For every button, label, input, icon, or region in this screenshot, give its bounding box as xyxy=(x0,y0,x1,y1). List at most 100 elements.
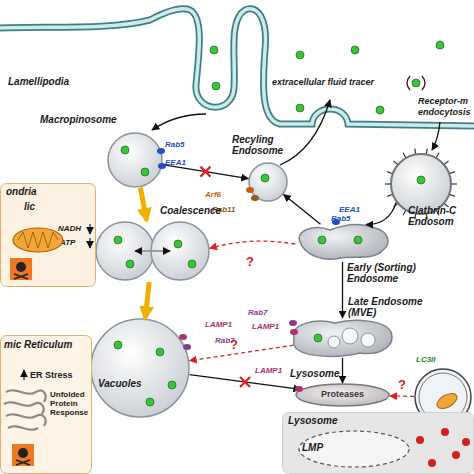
node-heading: Coalescence xyxy=(160,205,221,216)
vesicle-node: LysosomeLMP xyxy=(282,412,474,474)
endosome-outline xyxy=(294,320,392,356)
intraluminal-vesicle xyxy=(361,333,375,347)
annotation-label: extracellular fluid tracer xyxy=(272,77,374,88)
vesicle-node: Recyling EndosomeArf6Rab11 xyxy=(248,162,288,202)
intraluminal-vesicle xyxy=(328,336,340,348)
tracer-dot xyxy=(314,334,322,342)
marker-label: EEA1 xyxy=(165,158,186,167)
node-shape xyxy=(107,132,163,188)
tracer-dot xyxy=(114,341,122,349)
annotation-label: Receptor-m endocytosis xyxy=(418,96,472,118)
pathway-arrow xyxy=(190,345,294,361)
intraluminal-vesicle xyxy=(342,328,358,344)
vesicle-node: LysosomeLAMP1Proteases xyxy=(295,383,390,407)
eea1-icon xyxy=(158,163,166,169)
mitochondrion-cristae xyxy=(18,232,58,248)
metabolite-label: NADH xyxy=(58,224,81,233)
er-membrane xyxy=(8,426,38,429)
node-heading: Early (Sorting) Endosome xyxy=(347,262,432,284)
edge-label: ? xyxy=(398,378,406,392)
er-membrane xyxy=(6,414,46,426)
content-label: LMP xyxy=(302,442,323,453)
tracer-dot xyxy=(417,176,425,184)
er-membrane xyxy=(4,402,44,414)
marker-label: LC3II xyxy=(416,355,436,364)
node-heading: Vacuoles xyxy=(98,378,142,389)
plasma-membrane-outer xyxy=(0,9,474,126)
tracer-dot xyxy=(188,260,196,268)
plasma-membrane-inner xyxy=(0,9,474,126)
marker-label: Arf6 xyxy=(205,190,221,199)
leaky-lysosome xyxy=(299,431,409,467)
marker-label: LAMP1 xyxy=(255,366,282,375)
tracer-dot xyxy=(174,240,182,248)
lamp1-icon xyxy=(290,329,298,335)
rab7-icon xyxy=(289,320,297,326)
tracer-paren-right xyxy=(422,76,425,90)
decrease-arrow xyxy=(89,224,91,234)
panel-box xyxy=(1,336,92,474)
vesicle-outline xyxy=(108,133,162,187)
tracer-dot xyxy=(412,79,420,87)
tracer-dot xyxy=(141,168,149,176)
tracer-dot xyxy=(212,82,220,90)
tracer-dot xyxy=(296,51,304,59)
tracer-dot xyxy=(376,106,384,114)
tracer-dot xyxy=(296,104,304,112)
eea1-icon xyxy=(332,219,340,225)
node-heading: lic xyxy=(24,201,35,212)
released-protease xyxy=(462,438,470,446)
node-heading: Recyling Endosome xyxy=(232,134,292,156)
warning-square xyxy=(12,444,34,466)
fusion-arrow xyxy=(135,250,170,252)
rab5-icon xyxy=(157,148,165,154)
vesicle-node: ondrialicNADHATP xyxy=(0,183,96,287)
pathway-arrow xyxy=(145,282,149,318)
marker-label: LAMP1 xyxy=(205,320,232,329)
er-membrane xyxy=(6,390,46,402)
toxicity-icon xyxy=(10,258,32,280)
tracer-dot xyxy=(354,236,362,244)
released-protease xyxy=(416,436,424,444)
pathway-arrow xyxy=(390,395,414,397)
node-shape xyxy=(95,220,210,282)
vesicle-node: MacropinosomeRab5EEA1 xyxy=(107,132,163,188)
skull-head xyxy=(18,448,28,458)
vesicle-node: VacuolesLAMP1Rab7 xyxy=(90,318,190,418)
marker-label: Rab5 xyxy=(165,140,185,149)
vesicle-outline xyxy=(96,222,154,280)
marker-protein-icons xyxy=(157,148,340,392)
skull-head xyxy=(16,262,26,272)
content-label: Proteases xyxy=(315,389,370,400)
marker-label: EEA1 xyxy=(339,205,360,214)
lamp1-icon xyxy=(179,334,187,340)
tracer-dot xyxy=(146,398,154,406)
vesicle-node: mic ReticulumER StressUnfolded Protein R… xyxy=(0,335,92,474)
pathway-arrow xyxy=(163,165,249,179)
tracer-dot xyxy=(156,348,164,356)
tracer-dot xyxy=(261,174,269,182)
vesicle-node: Coalescence xyxy=(95,220,210,282)
vesicle-node: Clathrin-C Endosom xyxy=(390,153,452,215)
endosome-outline xyxy=(299,224,388,259)
blocked-mark xyxy=(200,167,210,177)
vesicle-outline xyxy=(91,319,189,417)
skull-bones xyxy=(14,274,28,279)
edge-label: ? xyxy=(246,255,254,269)
tracer-dot xyxy=(436,41,444,49)
node-heading: ondria xyxy=(6,186,37,197)
mitochondrion-icon xyxy=(13,228,63,252)
increase-arrow xyxy=(23,370,25,380)
tracer-dot xyxy=(318,236,326,244)
marker-label: Rab5 xyxy=(331,214,351,223)
released-protease xyxy=(441,428,449,436)
tracer-dot xyxy=(126,260,134,268)
marker-label: LAMP1 xyxy=(252,322,279,331)
rab11-icon xyxy=(251,195,259,201)
node-shape xyxy=(90,318,190,418)
node-heading: Lysosome xyxy=(288,415,337,426)
vesicle-outline xyxy=(249,163,287,201)
